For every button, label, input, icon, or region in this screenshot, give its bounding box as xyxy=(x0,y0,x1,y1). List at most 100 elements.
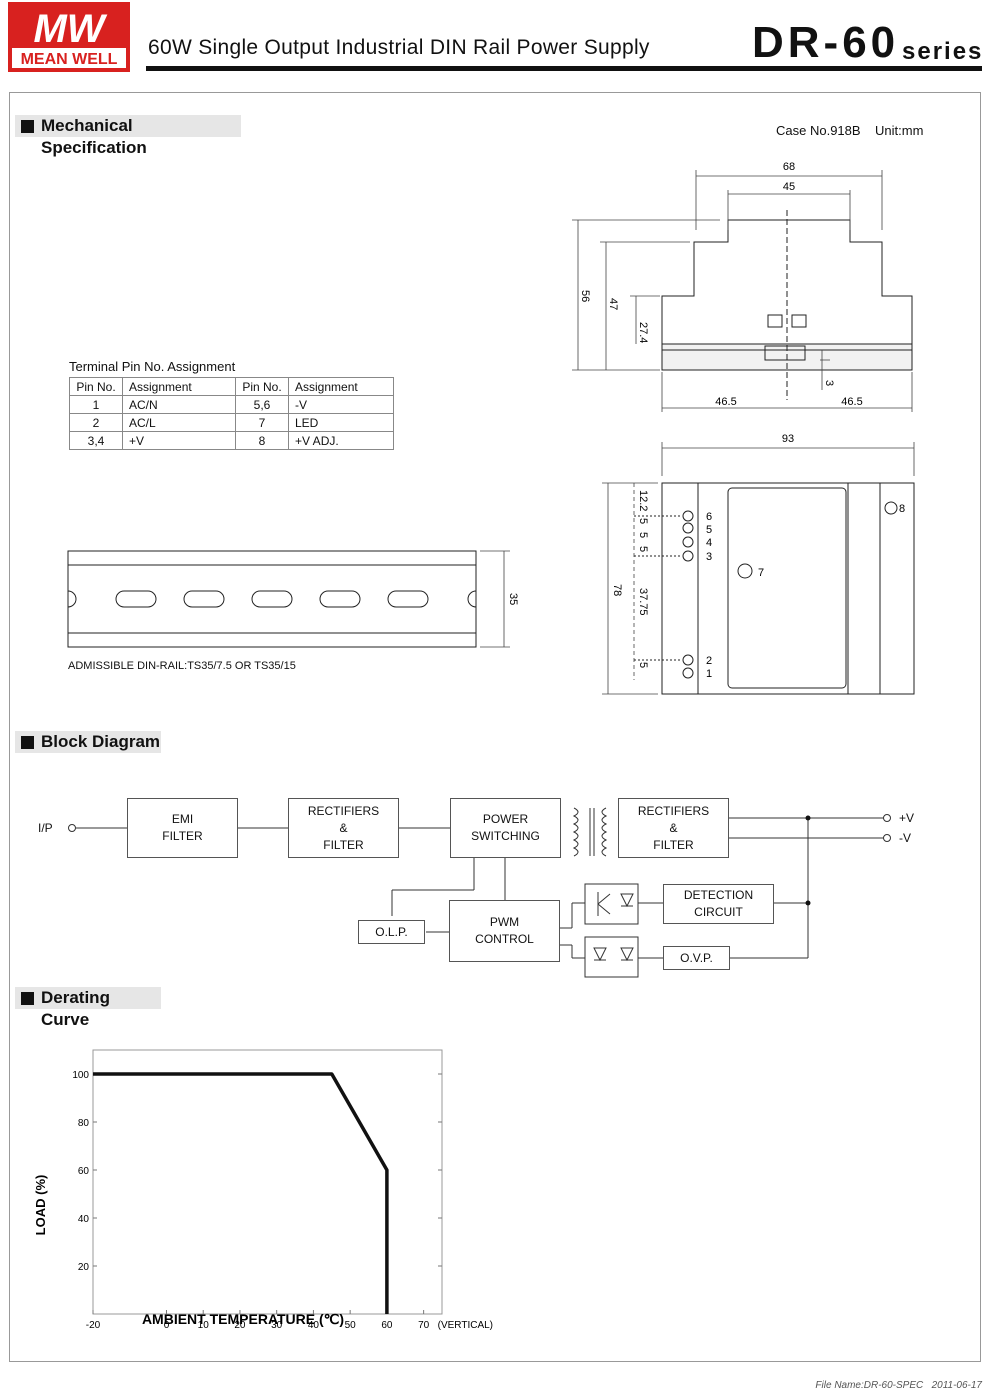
pin-label: 6 xyxy=(706,511,712,523)
derating-series-line xyxy=(93,1072,389,1314)
bullet-square xyxy=(21,736,34,749)
table-cell: 2 xyxy=(69,413,123,432)
dim-12: 12.2 xyxy=(637,490,649,511)
logo-mark: MW xyxy=(33,7,107,51)
table-cell: -V xyxy=(288,395,394,414)
olp-block: O.L.P. xyxy=(358,920,425,944)
y-tick-label: 20 xyxy=(78,1262,90,1273)
dim-93: 93 xyxy=(782,433,794,445)
content-frame xyxy=(9,92,981,1362)
rectifier-output-block: RECTIFIERS & FILTER xyxy=(618,798,729,858)
brand-logo: MW MEAN WELL xyxy=(8,2,130,72)
dim-5b: 5 xyxy=(637,532,649,538)
y-axis-label: LOAD (%) xyxy=(33,1175,48,1236)
dim-68: 68 xyxy=(783,161,795,173)
pwm-control-block: PWM CONTROL xyxy=(449,900,560,962)
front-view-drawing: 93 78 12.2 5 5 5 37.75 5 6 5 4 3 2 1 7 8 xyxy=(602,433,915,695)
dim-5d: 5 xyxy=(637,662,649,668)
table-cell: 8 xyxy=(235,431,289,450)
table-cell: AC/N xyxy=(122,395,236,414)
terminal-table: Pin No. Assignment Pin No. Assignment 1 … xyxy=(69,377,394,450)
dim-27: 27.4 xyxy=(637,322,649,343)
rail-height: 35 xyxy=(507,593,519,605)
input-label: I/P xyxy=(38,821,53,835)
table-cell: +V ADJ. xyxy=(288,431,394,450)
table-cell: 3,4 xyxy=(69,431,123,450)
dim-5a: 5 xyxy=(637,518,649,524)
case-number: Case No.918B xyxy=(776,123,861,138)
x-tick-label: 0 xyxy=(164,1320,170,1331)
dim-37: 37.75 xyxy=(637,588,649,616)
bullet-square xyxy=(21,992,34,1005)
logo-name: MEAN WELL xyxy=(21,51,118,68)
rectifier-input-block: RECTIFIERS & FILTER xyxy=(288,798,399,858)
bullet-square xyxy=(21,120,34,133)
table-cell: LED xyxy=(288,413,394,432)
x-tick-label: 30 xyxy=(271,1320,283,1331)
section-mechanical: Mechanical Specification xyxy=(15,115,241,157)
file-name: File Name:DR-60-SPEC xyxy=(815,1380,924,1391)
block-diagram-wires xyxy=(68,807,891,978)
table-row: 2 AC/L 7 LED xyxy=(69,413,394,432)
section-mechanical-title: Mechanical Specification xyxy=(41,116,147,157)
section-block: Block Diagram xyxy=(15,731,161,753)
table-header: Assignment xyxy=(288,377,394,396)
table-header: Assignment xyxy=(122,377,236,396)
y-tick-label: 100 xyxy=(72,1070,89,1081)
table-header-row: Pin No. Assignment Pin No. Assignment xyxy=(69,377,394,396)
ovp-block: O.V.P. xyxy=(663,946,730,970)
table-header: Pin No. xyxy=(69,377,123,396)
pin-label: 8 xyxy=(899,503,905,515)
y-tick-label: 60 xyxy=(78,1166,90,1177)
dim-78: 78 xyxy=(611,584,623,596)
dim-46-left: 46.5 xyxy=(715,396,736,408)
footer: File Name:DR-60-SPEC 2011-06-17 xyxy=(815,1380,982,1391)
section-derating-title: Derating Curve xyxy=(41,988,110,1029)
pin-label: 7 xyxy=(758,567,764,579)
x-tick-label: 60 xyxy=(381,1320,393,1331)
din-rail-drawing: 35 xyxy=(67,550,519,648)
table-cell: 5,6 xyxy=(235,395,289,414)
pin-label: 3 xyxy=(706,551,712,563)
y-tick-label: 40 xyxy=(78,1214,90,1225)
detection-circuit-block: DETECTION CIRCUIT xyxy=(663,884,774,924)
table-row: 3,4 +V 8 +V ADJ. xyxy=(69,431,394,450)
side-view-drawing: 68 45 56 47 27.4 3 46.5 46.5 xyxy=(572,161,913,412)
x-tick-label: 10 xyxy=(198,1320,210,1331)
x-tick-label: 20 xyxy=(234,1320,246,1331)
dim-5c: 5 xyxy=(637,546,649,552)
x-tick-label: -20 xyxy=(86,1320,101,1331)
terminal-caption: Terminal Pin No. Assignment xyxy=(69,359,236,374)
x-tick-label: 50 xyxy=(345,1320,357,1331)
dim-3: 3 xyxy=(823,380,835,386)
table-cell: 7 xyxy=(235,413,289,432)
x-tick-label: 40 xyxy=(308,1320,320,1331)
model-name: DR-60 xyxy=(752,18,900,67)
pin-label: 5 xyxy=(706,524,712,536)
x-tick-label: 70 xyxy=(418,1320,430,1331)
power-switching-block: POWER SWITCHING xyxy=(450,798,561,858)
plot-area xyxy=(92,1049,443,1315)
table-header: Pin No. xyxy=(235,377,289,396)
case-info: Case No.918B Unit:mm xyxy=(776,123,923,138)
section-block-title: Block Diagram xyxy=(41,732,161,751)
emi-filter-block: EMI FILTER xyxy=(127,798,238,858)
pin-label: 2 xyxy=(706,655,712,667)
dim-56: 56 xyxy=(579,290,591,302)
output-positive-label: +V xyxy=(899,811,915,825)
file-date: 2011-06-17 xyxy=(931,1380,982,1391)
table-cell: 1 xyxy=(69,395,123,414)
rail-note: ADMISSIBLE DIN-RAIL:TS35/7.5 OR TS35/15 xyxy=(68,660,296,672)
dim-45: 45 xyxy=(783,181,795,193)
series-label: series xyxy=(902,38,984,65)
x-axis-label: AMBIENT TEMPERATURE (℃) xyxy=(142,1311,344,1327)
table-row: 1 AC/N 5,6 -V xyxy=(69,395,394,414)
pin-label: 1 xyxy=(706,668,712,680)
pin-label: 4 xyxy=(706,537,712,549)
output-negative-label: -V xyxy=(899,831,911,845)
x-axis-note: (VERTICAL) xyxy=(438,1320,493,1331)
section-derating: Derating Curve xyxy=(15,987,161,1029)
y-tick-label: 80 xyxy=(78,1118,90,1129)
dim-46-right: 46.5 xyxy=(841,396,862,408)
